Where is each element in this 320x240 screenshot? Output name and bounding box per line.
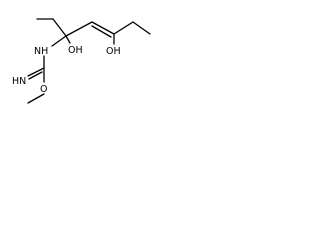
methoxy-o-label: O [40, 84, 47, 95]
imine-label: HN [12, 76, 26, 87]
bond-c-oh [65, 35, 71, 44]
bond-c-imine-double-1 [27, 67, 45, 77]
oh-center-label: OH [68, 45, 83, 56]
oh-right-label: OH [106, 46, 121, 57]
bond-c-nh [51, 35, 67, 47]
bond-ch-c-double-2 [91, 25, 112, 38]
nh-label: NH [34, 46, 48, 57]
bond-o-ch3 [27, 93, 45, 104]
bond-enol-c-ch2 [113, 21, 134, 35]
chemical-structure-diagram: NH OH OH HN O [12, 18, 151, 104]
bond-ethyl-ch2-c [52, 18, 67, 37]
bond-ch-c-double-1 [91, 21, 115, 35]
bond-c-imine-double-2 [28, 71, 43, 80]
bond-ethyl2-ch2-ch3 [132, 21, 151, 35]
bond-c-ch [65, 21, 93, 37]
